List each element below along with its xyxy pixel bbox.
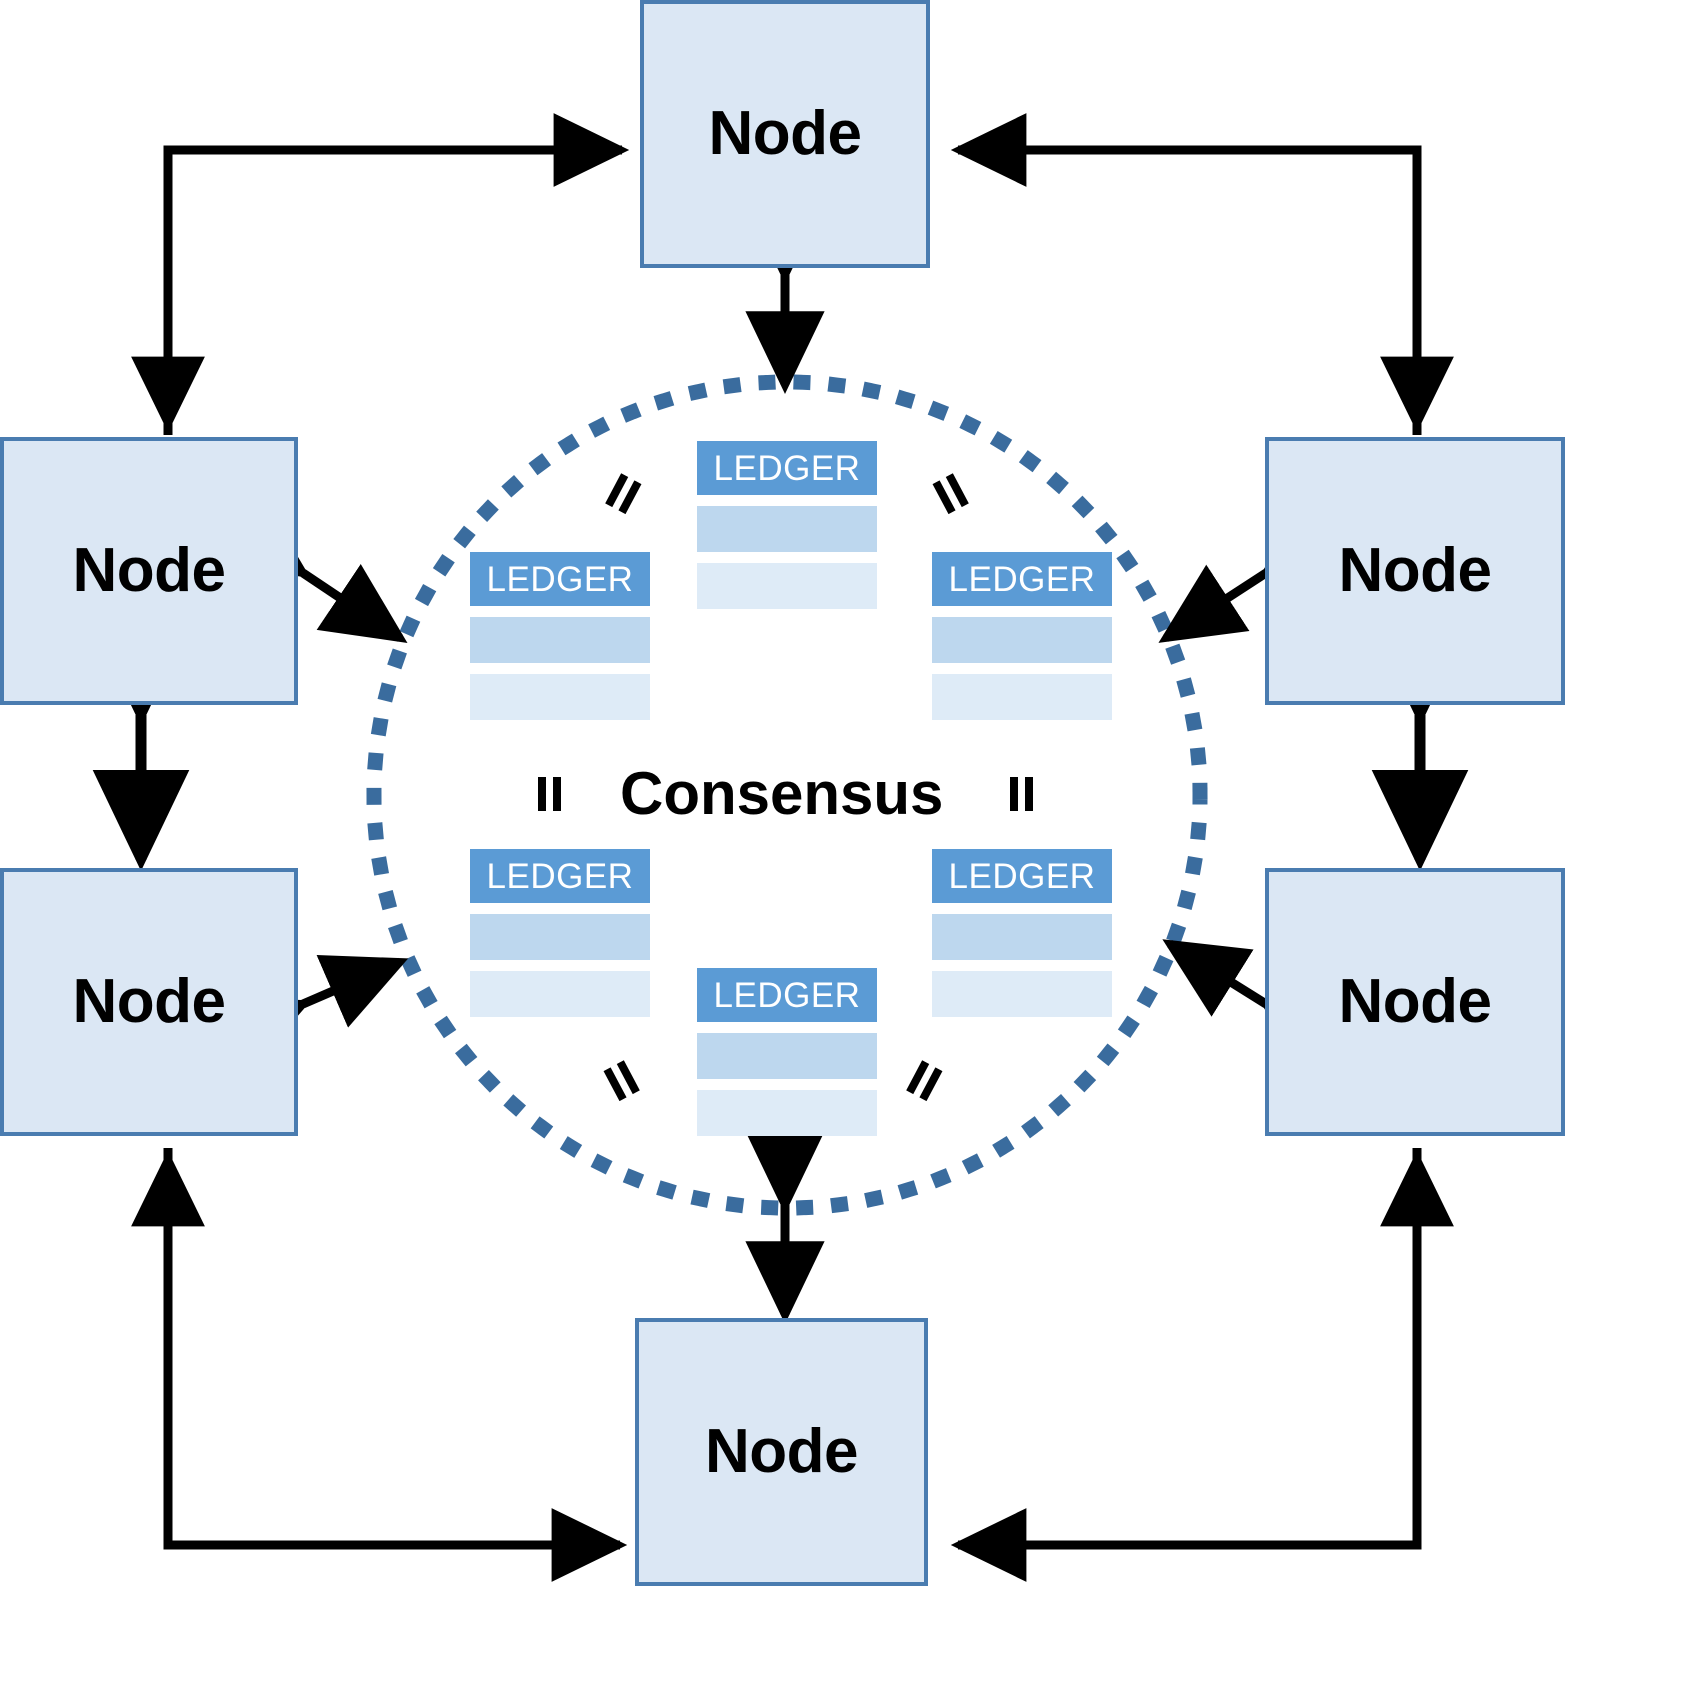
ledger-bottom-row-1 [697, 1033, 877, 1079]
node-left-upper[interactable]: Node [0, 437, 298, 705]
ledger-bottom-row-2 [697, 1090, 877, 1136]
ledger-upper-right-label: LEDGER [948, 559, 1096, 599]
ledger-lower-left-row-2 [470, 971, 650, 1017]
consensus-circle [366, 374, 1208, 1216]
node-left-upper-label: Node [72, 536, 227, 605]
node-right-lower[interactable]: Node [1265, 868, 1565, 1136]
node-bottom[interactable]: Node [635, 1318, 928, 1586]
connector-right-upper-node-to-circle [1158, 499, 1350, 643]
ledger-upper-left-header: LEDGER [470, 552, 650, 606]
ledger-lower-left[interactable]: LEDGER [470, 849, 650, 1017]
ledger-upper-left-row-2 [470, 674, 650, 720]
ledger-top-header: LEDGER [697, 441, 877, 495]
ledger-upper-left-label: LEDGER [486, 559, 634, 599]
connector-left-upper-node-to-circle [219, 499, 408, 644]
equals-mid-left-icon [528, 774, 568, 814]
ledger-bottom-label: LEDGER [713, 975, 861, 1015]
node-left-lower-label: Node [72, 967, 227, 1036]
ledger-upper-right-row-1 [932, 617, 1112, 663]
ledger-lower-right-row-1 [932, 914, 1112, 960]
ledger-lower-right-label: LEDGER [948, 856, 1096, 896]
ledger-top[interactable]: LEDGER [697, 441, 877, 609]
connector-left-lower-node-to-circle [219, 954, 409, 1070]
ledger-upper-right-header: LEDGER [932, 552, 1112, 606]
node-top-label: Node [708, 99, 863, 168]
ledger-bottom-header: LEDGER [697, 968, 877, 1022]
connector-left-lower-to-bottom [131, 1148, 628, 1582]
connector-right-upper-to-top [950, 113, 1454, 435]
ledger-lower-right-row-2 [932, 971, 1112, 1017]
node-top[interactable]: Node [640, 0, 930, 268]
ledger-top-row-2 [697, 563, 877, 609]
ledger-lower-left-label: LEDGER [486, 856, 634, 896]
node-right-upper-label: Node [1338, 536, 1493, 605]
connector-right-lower-node-to-circle [1162, 939, 1350, 1077]
ledger-lower-left-row-1 [470, 914, 650, 960]
ledger-lower-right[interactable]: LEDGER [932, 849, 1112, 1017]
ledger-bottom[interactable]: LEDGER [697, 968, 877, 1136]
consensus-label: Consensus [620, 760, 944, 827]
connector-left-upper-to-top [131, 113, 630, 435]
node-right-upper[interactable]: Node [1265, 437, 1565, 705]
node-right-lower-label: Node [1338, 967, 1493, 1036]
equals-mid-right-icon [1000, 774, 1040, 814]
ledger-top-label: LEDGER [713, 448, 861, 488]
ledger-upper-right-row-2 [932, 674, 1112, 720]
ledger-lower-left-header: LEDGER [470, 849, 650, 903]
node-left-lower[interactable]: Node [0, 868, 298, 1136]
node-bottom-label: Node [705, 1417, 859, 1486]
ledger-upper-left-row-1 [470, 617, 650, 663]
connector-right-lower-to-bottom [950, 1148, 1454, 1582]
ledger-upper-right[interactable]: LEDGER [932, 552, 1112, 720]
ledger-top-row-1 [697, 506, 877, 552]
ledger-upper-left[interactable]: LEDGER [470, 552, 650, 720]
ledger-lower-right-header: LEDGER [932, 849, 1112, 903]
